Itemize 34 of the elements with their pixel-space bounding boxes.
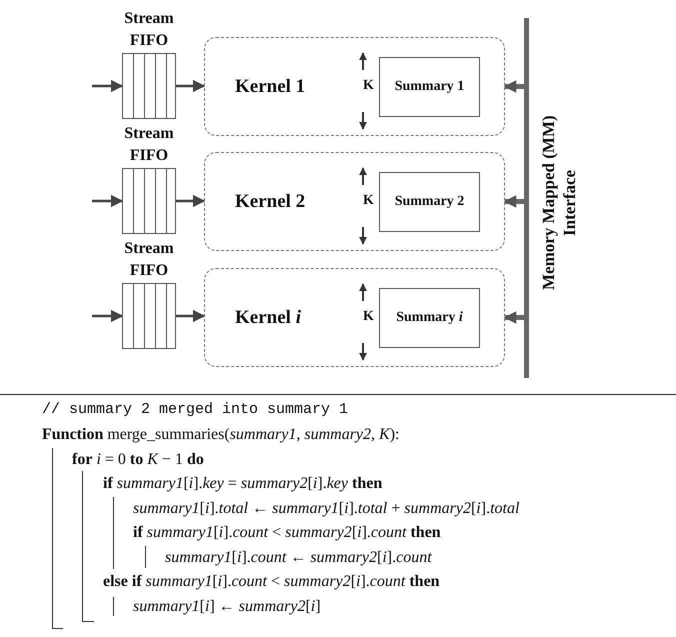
kernel-label: Kernel 2 xyxy=(235,191,306,213)
arrow xyxy=(92,80,124,92)
code-line: summary1[i] ← summary2[i] xyxy=(133,597,321,617)
buffer-title: Stream FIFO xyxy=(123,124,175,166)
parameter-label: K xyxy=(363,309,374,325)
kernel-label: Kernel 1 xyxy=(235,76,306,98)
code-line: summary1[i].count ← summary2[i].count xyxy=(165,548,432,568)
summary-box: Summary i xyxy=(379,288,480,348)
code-line: for i = 0 to K − 1 do xyxy=(72,450,204,470)
parameter-label: K xyxy=(363,193,374,209)
arrow xyxy=(504,311,524,324)
arrow xyxy=(504,195,524,208)
buffer-title: Stream FIFO xyxy=(123,239,175,281)
kernel-box xyxy=(204,268,505,367)
kernel-label: Kernel i xyxy=(235,307,301,329)
kernel-box xyxy=(204,152,505,251)
summary-box: Summary 2 xyxy=(379,172,480,232)
arrow xyxy=(92,194,124,208)
buffer-title: Stream FIFO xyxy=(123,9,175,51)
interface-label: Memory Mapped (MM) Interface xyxy=(538,114,580,292)
code-line: if summary1[i].key = summary2[i].key then xyxy=(103,474,382,494)
code-line: else if summary1[i].count < summary2[i].count then xyxy=(103,572,440,592)
arrow xyxy=(176,310,206,322)
code-line: if summary1[i].count < summary2[i].count then xyxy=(133,523,441,543)
arrow xyxy=(504,80,524,93)
arrow xyxy=(176,194,206,208)
code-line: summary1[i].total ← summary1[i].total + summary2[i].total xyxy=(133,499,520,519)
code-line: Function merge_summaries(summary1, summary2, K): xyxy=(42,425,400,445)
kernel-box xyxy=(204,37,505,136)
code-comment: // summary 2 merged into summary 1 xyxy=(42,400,348,420)
arrow xyxy=(176,80,206,92)
summary-box: Summary 1 xyxy=(379,57,480,117)
arrow xyxy=(92,310,124,322)
parameter-label: K xyxy=(363,78,374,94)
